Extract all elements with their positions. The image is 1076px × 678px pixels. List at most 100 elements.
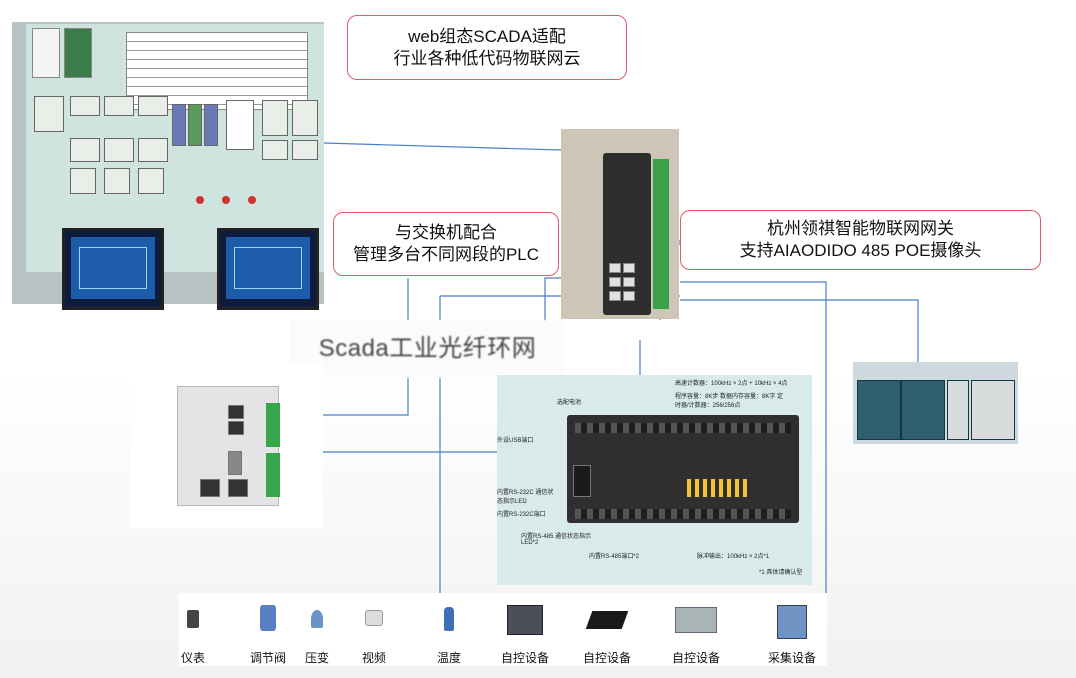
annotation-rs232-port: 内置RS-232C端口 [497,512,546,518]
ethernet-port-icon [623,291,635,301]
ethernet-port-icon [609,291,621,301]
iot-gateway-image [561,129,679,319]
indicator-box [292,140,318,160]
dial-box [104,168,130,194]
plc-module-image [130,362,323,528]
device-cabinet: 采集设备 [756,593,828,666]
device-label: 自控设备 [671,651,720,665]
indicator-box [104,96,134,116]
ethernet-port-icon [228,479,248,497]
gateway-callout: 杭州领祺智能物联网网关 支持AIAODIDO 485 POE摄像头 [680,210,1041,270]
ethernet-port-icon [623,277,635,287]
device-valve: 调节阀 [232,593,304,666]
device-label: 采集设备 [767,651,816,665]
bar-gauge [172,104,186,146]
device-label: 视频 [361,651,386,665]
annotation-note: *1 具体请确认型 [759,570,803,576]
bar-gauge [204,104,218,146]
camera-icon [365,610,383,626]
io-led-row [687,479,747,497]
plc-unit [567,415,799,523]
field-device-strip: 仪表 调节阀 压变 视频 温度 自控设备 自控设备 自控设备 采集设备 [179,593,827,666]
dial-box [70,168,96,194]
device-label: 自控设备 [500,651,549,665]
terminal-block [266,403,280,447]
device-pressure: 压变 [281,593,353,666]
hmi-monitor [62,228,164,310]
annotation-pulse: 脉冲输出：100kHz × 2点*1 [697,554,770,560]
bar-gauge [188,104,202,146]
device-label: 调节阀 [249,651,286,665]
device-controller: 自控设备 [489,593,561,666]
valve-icon [260,605,276,631]
indicator-box [104,138,134,162]
scada-callout-line-2: 行业各种低代码物联网云 [393,48,581,68]
ethernet-port-icon [609,277,621,287]
tank-gauge [226,100,254,150]
device-label: 自控设备 [582,651,631,665]
cabinet-icon [777,605,807,639]
switch-callout: 与交换机配合 管理多台不同网段的PLC [333,212,559,276]
indicator-box [138,138,168,162]
drive-icon [585,611,629,629]
indicator-box [138,96,168,116]
device-camera: 视频 [338,593,410,666]
plc-module [857,380,901,440]
ethernet-port-icon [228,421,244,435]
indicator-box [70,96,100,116]
annotation-rs485-port: 内置RS-485端口*2 [589,554,640,560]
terminal-block [653,159,669,309]
annotation-counter: 高速计数器：100kHz × 2点 + 10kHz × 4点 [675,381,788,387]
scada-callout: web组态SCADA适配 行业各种低代码物联网云 [347,15,627,80]
indicator-box [70,138,100,162]
plc-module [971,380,1015,440]
terminal-row [575,423,791,433]
device-label: 温度 [436,651,461,665]
gateway-callout-line-2: 支持AIAODIDO 485 POE摄像头 [739,241,982,260]
ethernet-port-icon [228,405,244,419]
indicator-box [262,140,288,160]
dial-box [138,168,164,194]
device-label: 压变 [304,651,329,665]
pressure-transmitter-icon [311,610,323,628]
status-light [248,196,256,204]
switch-callout-line-2: 管理多台不同网段的PLC [352,245,540,264]
usb-port-icon [200,479,220,497]
annotation-rs485-led: 内置RS-485 通信状态指示LED*2 [521,534,592,546]
gateway-device [603,153,651,315]
device-rack: 自控设备 [660,593,732,666]
siemens-plc-image [853,362,1018,444]
scada-control-room-image [12,22,324,310]
device-meter: 仪表 [157,593,229,666]
plc-module [947,380,969,440]
ethernet-port-icon [609,263,621,273]
omron-plc-image: 高速计数器：100kHz × 2点 + 10kHz × 4点 选配电池 程序容量… [497,375,812,585]
annotation-usb: 外设USB端口 [497,438,534,444]
serial-port-icon [573,465,591,497]
device-temperature: 温度 [413,593,485,666]
indicator-box [292,100,318,136]
serial-port-icon [228,451,242,475]
status-light [222,196,230,204]
indicator-box [34,96,64,132]
annotation-battery: 选配电池 [557,400,582,406]
plc-module [901,380,945,440]
ethernet-port-icon [623,263,635,273]
meter-icon [187,610,199,628]
switch-callout-line-1: 与交换机配合 [395,223,497,242]
annotation-rs232-led: 内置RS-232C 通信状态指示LED [497,490,554,505]
annotation-memory: 程序容量：8K步 数据内存容量：8K字 定时器/计数器：256/256点 [675,394,784,409]
plc-module [177,386,280,506]
hmi-monitor [217,228,319,310]
device-label: 仪表 [180,651,205,665]
status-light [196,196,204,204]
terminal-row [575,509,791,519]
device-drive: 自控设备 [571,593,643,666]
controller-icon [507,605,543,635]
tank-gauge [32,28,60,78]
ring-network-label: Scada工业光纤环网 [290,320,565,378]
scada-callout-line-1: web组态SCADA适配 [408,26,566,46]
tank-gauge [64,28,92,78]
gateway-callout-line-1: 杭州领祺智能物联网网关 [767,219,954,238]
terminal-block [266,453,280,497]
